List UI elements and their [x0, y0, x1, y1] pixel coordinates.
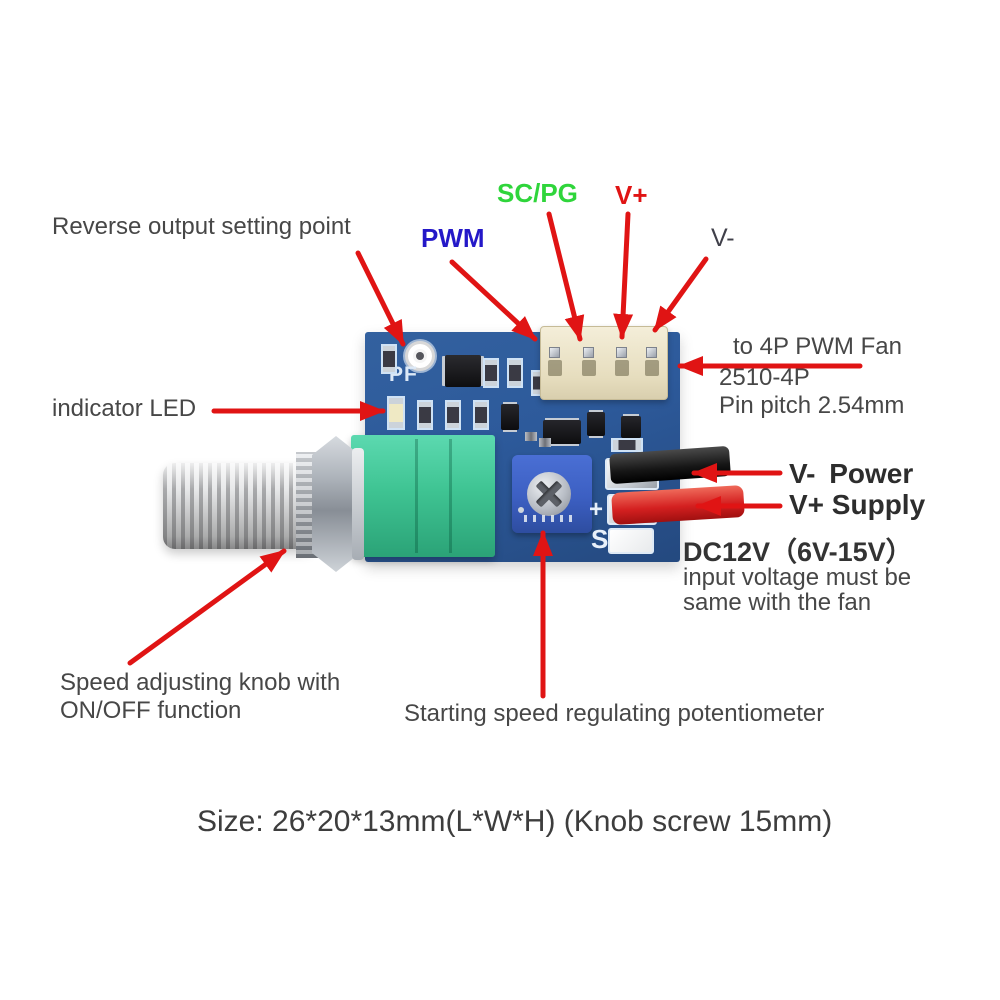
trimmer-screw [527, 472, 571, 516]
smd-resistor [507, 358, 523, 388]
input-voltage-line1: input voltage must be [683, 564, 912, 591]
smd-resistor [611, 438, 643, 452]
sot23-transistor [621, 416, 641, 438]
connector-pin-vminus [646, 347, 657, 358]
silkscreen-plus-label: + [589, 496, 604, 523]
connector-model-label: 2510-4P [719, 364, 810, 391]
to-fan-label: to 4P PWM Fan [733, 333, 902, 360]
trimmer-dial-marks [524, 515, 578, 522]
connector-pin-pwm [549, 347, 560, 358]
smd-resistor [445, 400, 461, 430]
pot-seam [449, 439, 452, 553]
smd-capacitor [525, 432, 537, 441]
connector-slot [615, 360, 629, 376]
indicator-led-label: indicator LED [52, 395, 197, 422]
size-note-label: Size: 26*20*13mm(L*W*H) (Knob screw 15mm… [197, 805, 833, 838]
speed-knob-label-line1: Speed adjusting knob with [60, 669, 341, 696]
starting-speed-label: Starting speed regulating potentiometer [404, 700, 825, 727]
sot23-transistor [587, 412, 605, 436]
connector-pin-scpg [583, 347, 594, 358]
trimmer-dot [518, 507, 524, 513]
pin-label-scpg: SC/PG [497, 178, 578, 208]
dc-rating-label: DC12V（6V-15V） [683, 537, 913, 567]
starting-speed-trimmer [512, 455, 592, 533]
smd-resistor [417, 400, 433, 430]
pin-pitch-label: Pin pitch 2.54mm [719, 392, 905, 419]
indicator-led-component [387, 396, 405, 430]
pin-label-vplus: V+ [615, 180, 648, 210]
input-voltage-line2: same with the fan [683, 589, 872, 616]
connector-slot [645, 360, 659, 376]
arrow-reverse-output [355, 250, 406, 347]
connector-slot [548, 360, 562, 376]
pcb-board: PF [351, 326, 680, 562]
speed-knob-shaft [163, 463, 311, 549]
fan-connector-2510-4p [540, 326, 668, 400]
speed-potentiometer-body [351, 435, 495, 557]
sot23-transistor [501, 404, 519, 430]
arrow-speed-knob [127, 548, 287, 666]
knob-washer [352, 448, 364, 560]
connector-pin-vplus [616, 347, 627, 358]
connector-slot [582, 360, 596, 376]
reverse-output-label: Reverse output setting point [52, 213, 351, 240]
solder-pad-s [608, 528, 654, 554]
arrow-vminus [652, 256, 709, 333]
silkscreen-s-label: S [591, 524, 609, 554]
arrow-pwm [449, 259, 538, 342]
smd-resistor [381, 344, 397, 374]
pin-label-vminus: V- [711, 224, 735, 252]
red-wire-vplus [611, 485, 745, 525]
pot-seam [415, 439, 418, 553]
arrow-scpg [546, 211, 585, 342]
smd-resistor [473, 400, 489, 430]
soic-ic-chip [445, 355, 481, 387]
pin-label-pwm: PWM [421, 223, 485, 253]
smd-resistor [483, 358, 499, 388]
reverse-output-test-point [405, 341, 435, 371]
arrow-vplus [613, 211, 634, 340]
power-negative-label: V- Power [789, 458, 914, 489]
speed-knob-label-line2: ON/OFF function [60, 697, 242, 724]
power-positive-label: V+ Supply [789, 489, 926, 520]
smd-capacitor [539, 438, 551, 447]
